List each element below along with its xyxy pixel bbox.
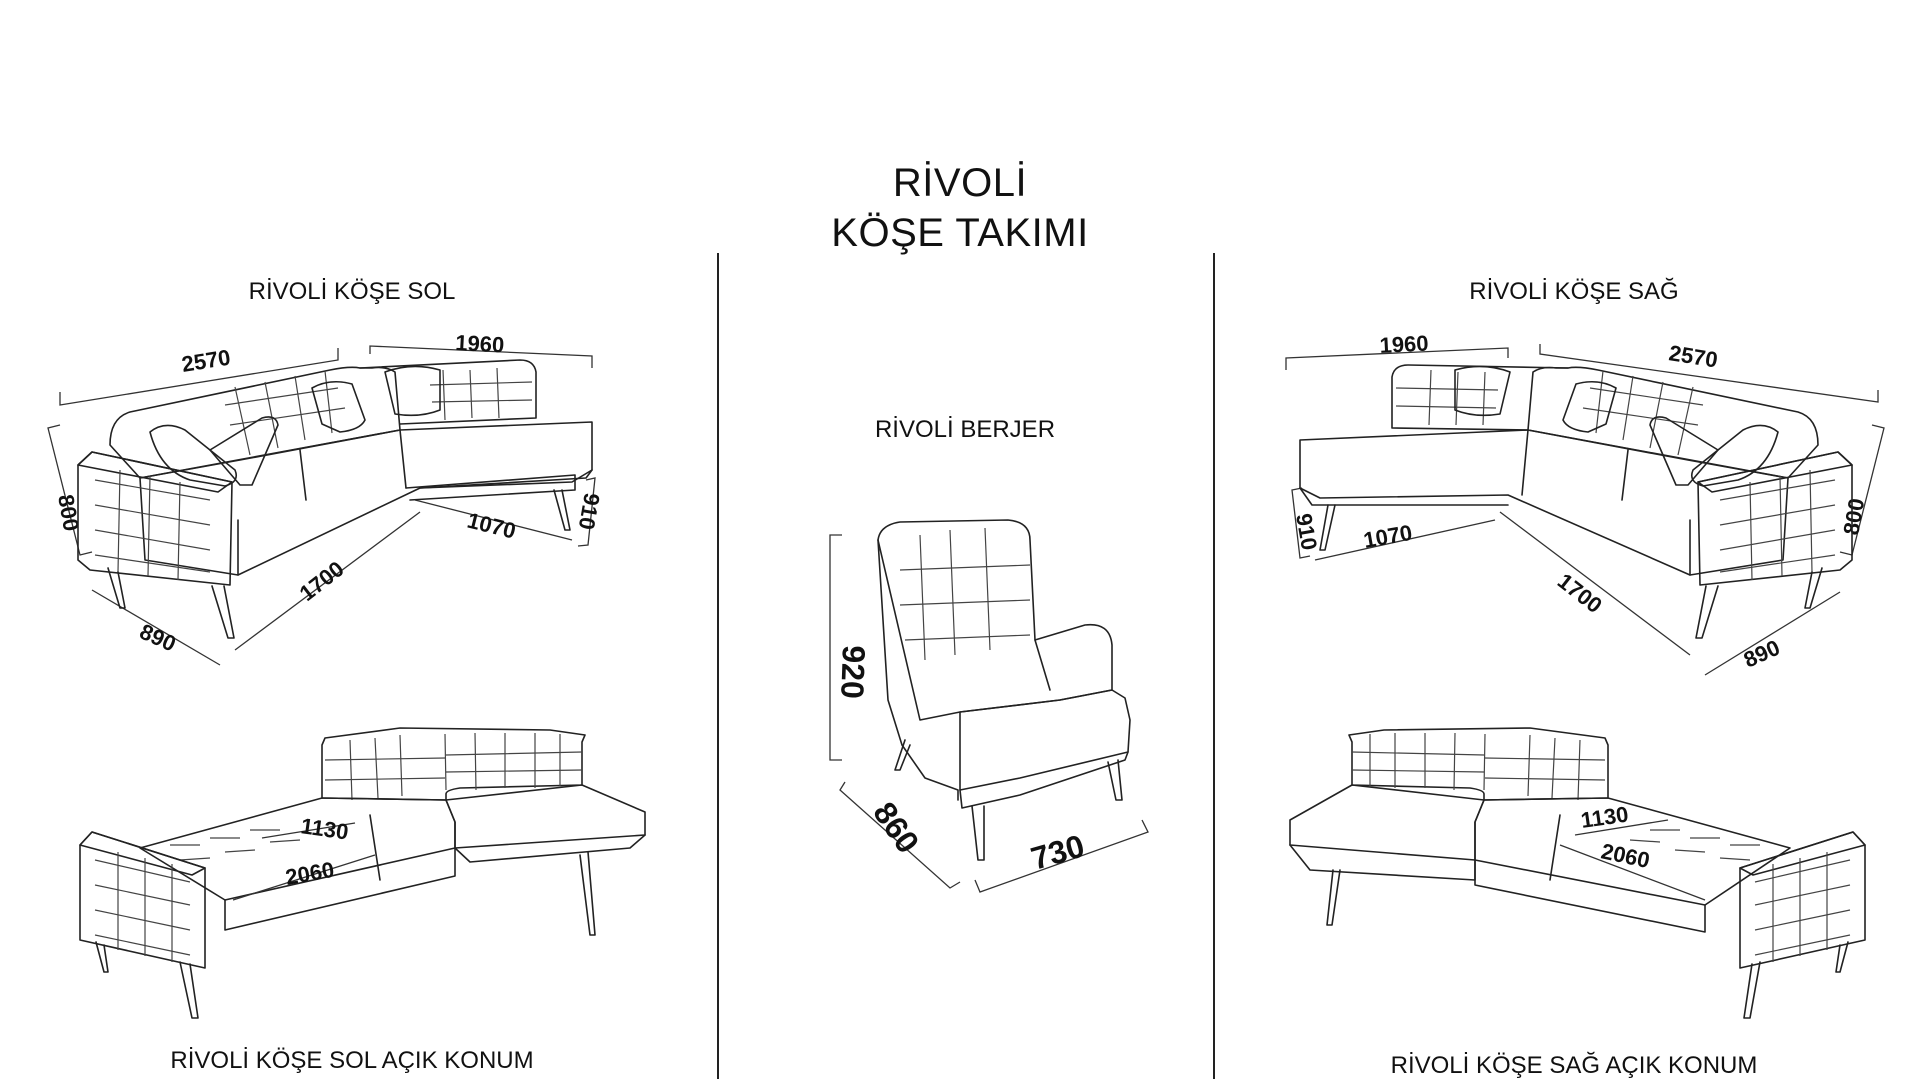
dim-right-inner: 1700 <box>1553 568 1607 618</box>
label-berjer: RİVOLİ BERJER <box>874 416 1056 443</box>
divider-right <box>1213 253 1215 1079</box>
dim-left-chaise-inner: 1070 <box>465 508 519 544</box>
dim-left-open-bed-length: 2060 <box>284 857 337 890</box>
dim-right-height: 800 <box>1838 496 1869 537</box>
page-title-line1: RİVOLİ <box>892 161 1028 205</box>
dim-right-open-bed-width: 1130 <box>1579 802 1630 833</box>
left-corner-sofa-drawing: 2570 1960 800 890 1700 1070 910 <box>47 330 605 666</box>
label-right-corner-open: RİVOLİ KÖŞE SAĞ AÇIK KONUM <box>1390 1052 1758 1079</box>
dim-left-open-bed-width: 1130 <box>299 813 350 844</box>
left-open-sofa-drawing: 1130 2060 <box>79 727 646 1019</box>
dim-right-chaise-width: 1960 <box>1379 330 1429 358</box>
dim-right-chaise-depth: 910 <box>1291 512 1322 553</box>
label-left-corner-open: RİVOLİ KÖŞE SOL AÇIK KONUM <box>170 1047 534 1074</box>
dim-right-open-bed-length: 2060 <box>1599 838 1652 873</box>
dim-right-width: 2570 <box>1667 340 1719 372</box>
right-open-sofa-drawing: 1130 2060 <box>1289 727 1866 1019</box>
dim-left-chaise-width: 1960 <box>455 330 505 358</box>
dim-berjer-height: 920 <box>834 645 872 700</box>
dim-left-inner: 1700 <box>295 556 349 606</box>
dim-left-width: 2570 <box>180 345 232 377</box>
label-right-corner: RİVOLİ KÖŞE SAĞ <box>1469 278 1679 305</box>
divider-left <box>717 253 719 1079</box>
berjer-armchair-drawing: 920 860 730 <box>829 519 1149 893</box>
dim-left-height: 800 <box>53 493 84 534</box>
dim-left-depth: 890 <box>136 619 180 657</box>
dim-right-depth: 890 <box>1740 635 1784 673</box>
right-corner-sofa-drawing: 1960 2570 800 890 1700 1070 910 <box>1285 330 1885 676</box>
dim-right-chaise-inner: 1070 <box>1362 520 1415 553</box>
dim-berjer-depth: 860 <box>866 795 926 859</box>
dim-berjer-width: 730 <box>1027 827 1088 876</box>
label-left-corner: RİVOLİ KÖŞE SOL <box>248 278 456 305</box>
page-title-line2: KÖŞE TAKIMI <box>831 211 1089 255</box>
dim-left-chaise-depth: 910 <box>574 491 605 532</box>
